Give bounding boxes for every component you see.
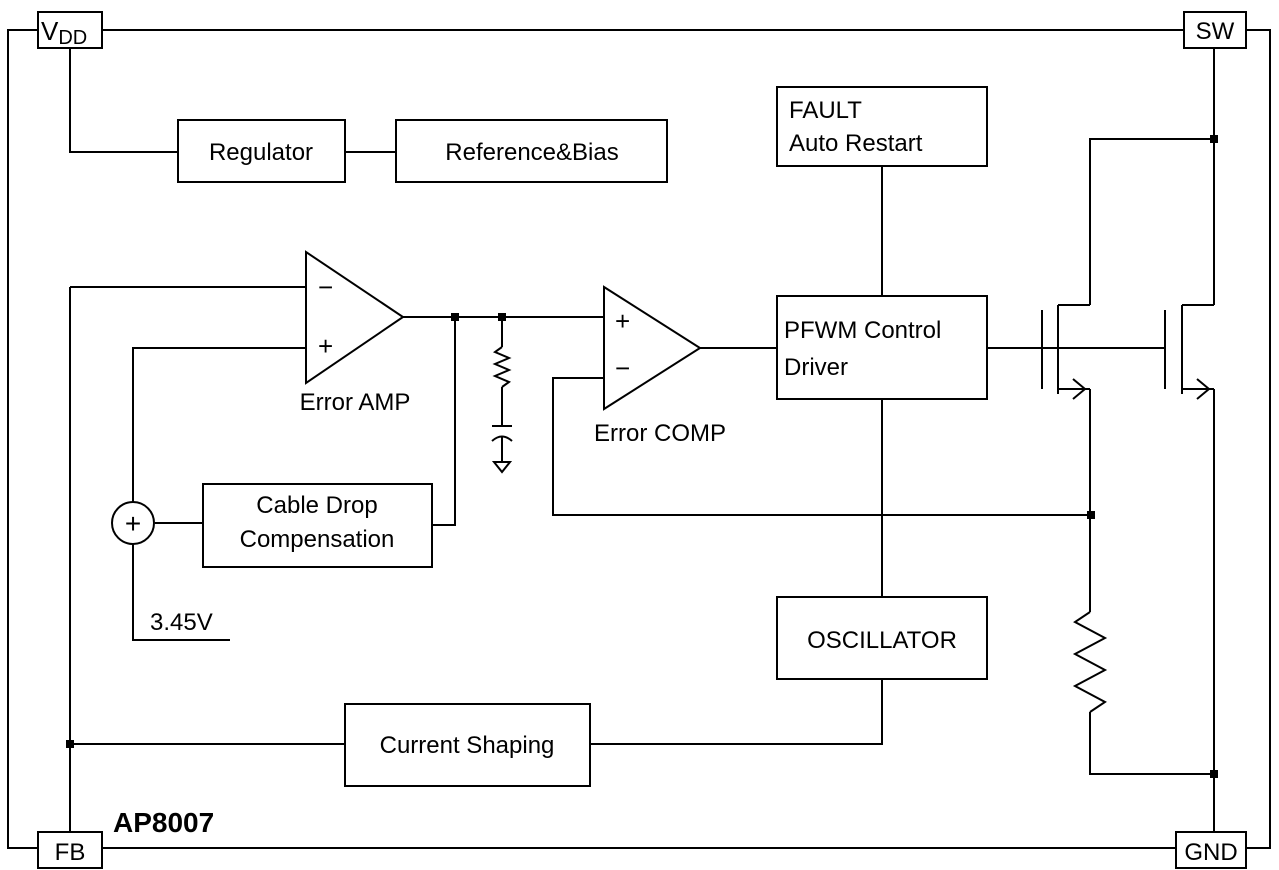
pfwm-label-line1: PFWM Control <box>784 317 941 344</box>
cable-drop-block: Cable Drop Compensation <box>202 483 433 568</box>
regulator-block: Regulator <box>177 119 346 183</box>
reference-voltage-label: 3.45V <box>150 609 213 636</box>
oscillator-block: OSCILLATOR <box>776 596 988 680</box>
pin-gnd-label: GND <box>1184 839 1237 866</box>
error-comp: + − Error COMP <box>594 285 726 447</box>
error-amp-label: Error AMP <box>300 389 411 416</box>
pin-fb-label: FB <box>55 839 86 866</box>
error-comp-label: Error COMP <box>594 420 726 447</box>
chip-outline <box>7 29 1271 849</box>
pin-sw-label: SW <box>1196 18 1235 45</box>
fault-block: FAULT Auto Restart <box>776 86 988 167</box>
fault-label-line1: FAULT <box>789 97 862 124</box>
regulator-label: Regulator <box>209 139 313 166</box>
error-comp-plus: + <box>615 306 630 336</box>
pin-vdd: VDD <box>37 11 103 49</box>
mosfet-power <box>1164 304 1214 400</box>
cable-drop-label-line1: Cable Drop <box>256 492 377 519</box>
summing-node: + <box>111 501 155 545</box>
error-amp-plus: + <box>318 331 333 361</box>
summing-node-symbol: + <box>125 508 141 539</box>
reference-bias-label: Reference&Bias <box>445 139 618 166</box>
current-shaping-label: Current Shaping <box>380 732 555 759</box>
svg-text:VDD: VDD <box>41 16 87 49</box>
pfwm-label-line2: Driver <box>784 354 848 381</box>
fault-label-line2: Auto Restart <box>789 130 923 157</box>
error-amp-minus: − <box>318 272 333 302</box>
reference-bias-block: Reference&Bias <box>395 119 668 183</box>
error-comp-minus: − <box>615 353 630 383</box>
pin-vdd-main: V <box>41 16 59 46</box>
oscillator-label: OSCILLATOR <box>807 627 957 654</box>
current-shaping-block: Current Shaping <box>344 703 591 787</box>
pfwm-block: PFWM Control Driver <box>776 295 988 400</box>
mosfet-sense <box>1041 304 1090 400</box>
pin-fb: FB <box>37 831 103 869</box>
wires <box>69 48 1215 832</box>
error-amp: − + Error AMP <box>300 250 411 416</box>
part-number: AP8007 <box>113 807 214 838</box>
pin-vdd-sub: DD <box>58 27 87 49</box>
pin-sw: SW <box>1183 11 1247 49</box>
cable-drop-label-line2: Compensation <box>240 526 395 553</box>
junction-dots <box>66 135 1218 778</box>
pin-gnd: GND <box>1175 831 1247 869</box>
